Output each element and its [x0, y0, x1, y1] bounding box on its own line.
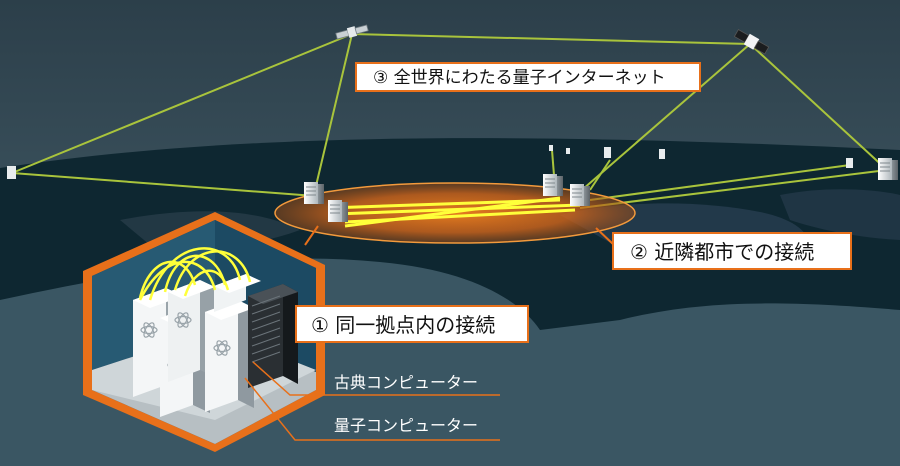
server-icon: [846, 158, 853, 168]
server-icon: [549, 145, 570, 154]
global-link-lines: [11, 32, 888, 209]
datacenter-closeup: [83, 212, 325, 452]
city-quantum-links: [327, 196, 581, 228]
classical-computer-rack: [248, 284, 298, 388]
quantum-computer-label: 量子コンピューター: [334, 416, 479, 435]
server-icon: [877, 157, 899, 181]
server-icon: [327, 199, 349, 223]
zoom-connector: [304, 225, 319, 246]
server-icon: [7, 166, 16, 179]
global-internet-callout: ③ 全世界にわたる量子インターネット: [355, 62, 701, 92]
atom-icon: [213, 340, 231, 356]
same-site-callout: ① 同一拠点内の接続: [295, 305, 529, 343]
server-icon: [659, 149, 665, 159]
server-icon: [542, 173, 564, 197]
nearby-city-callout: ② 近隣都市での接続: [612, 232, 852, 270]
server-icon: [604, 147, 611, 158]
quantum-computer-rack: [205, 300, 254, 412]
atom-icon: [174, 312, 192, 328]
atom-icon: [140, 322, 158, 338]
quantum-leader-line: [244, 377, 500, 441]
site-quantum-arcs: [138, 247, 252, 301]
classical-leader-line: [252, 361, 500, 396]
land-patch-far-right: [780, 189, 900, 240]
city-callout-connector: [595, 227, 615, 246]
server-icon: [569, 183, 591, 207]
satellite-icon: [733, 28, 770, 55]
classical-computer-label: 古典コンピューター: [334, 373, 479, 392]
server-icon: [303, 181, 325, 205]
satellite-icon: [335, 24, 369, 40]
